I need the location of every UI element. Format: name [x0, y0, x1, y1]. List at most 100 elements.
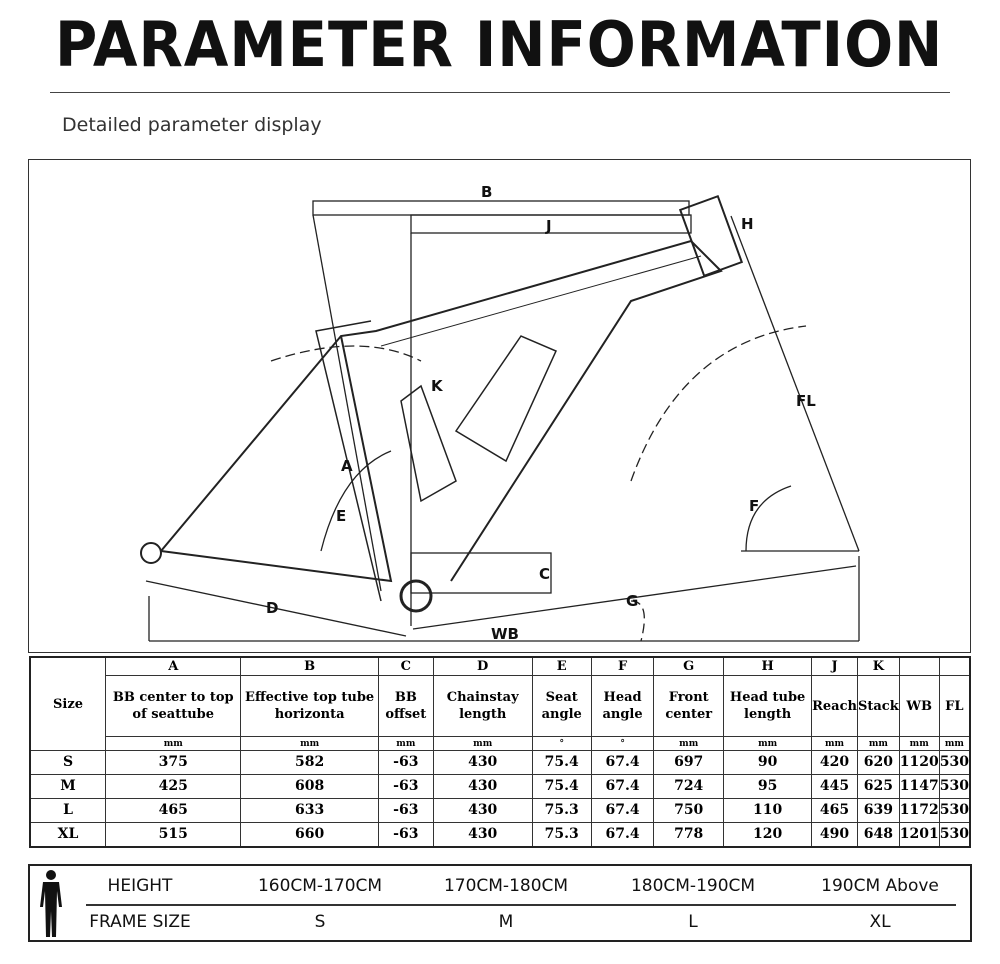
height-range: 190CM Above: [821, 876, 939, 896]
col-letter: B: [240, 656, 379, 676]
value-cell: 750: [653, 798, 725, 823]
value-cell: 724: [653, 774, 725, 799]
divider: [50, 92, 950, 93]
height-range: 160CM-170CM: [257, 876, 383, 896]
height-label: HEIGHT: [107, 876, 173, 896]
col-name: Chainstay length: [432, 675, 533, 737]
value-cell: 625: [856, 774, 900, 799]
col-unit: mm: [811, 736, 858, 751]
value-cell: 95: [723, 774, 813, 799]
value-cell: 1147: [898, 774, 940, 799]
col-letter: F: [590, 656, 655, 676]
value-cell: 530: [938, 750, 971, 775]
label-g: G: [626, 592, 638, 610]
col-unit: mm: [653, 736, 725, 751]
col-unit: °: [590, 736, 655, 751]
label-e: E: [336, 507, 346, 525]
value-cell: 778: [653, 822, 725, 848]
col-name: FL: [938, 675, 971, 737]
page-title: PARAMETER INFORMATION: [55, 8, 944, 81]
col-unit: °: [531, 736, 592, 751]
value-cell: -63: [377, 822, 434, 848]
value-cell: 620: [856, 750, 900, 775]
col-letter: C: [377, 656, 434, 676]
label-h: H: [741, 215, 754, 233]
value-cell: 1172: [898, 798, 940, 823]
col-unit: mm: [240, 736, 379, 751]
col-name: BB offset: [377, 675, 434, 737]
col-letter: D: [432, 656, 533, 676]
frame-size: S: [314, 912, 326, 932]
col-unit: mm: [104, 736, 242, 751]
col-letter: [938, 656, 971, 676]
col-letter: H: [723, 656, 813, 676]
value-cell: 430: [432, 822, 533, 848]
value-cell: 530: [938, 774, 971, 799]
height-range: 180CM-190CM: [630, 876, 756, 896]
size-chart: HEIGHT FRAME SIZE 160CM-170CM 170CM-180C…: [28, 864, 972, 942]
value-cell: -63: [377, 774, 434, 799]
col-name: Front center: [653, 675, 725, 737]
label-b: B: [481, 183, 492, 201]
col-letter: J: [811, 656, 858, 676]
value-cell: 67.4: [590, 798, 655, 823]
col-letter: [898, 656, 940, 676]
value-cell: -63: [377, 750, 434, 775]
value-cell: 110: [723, 798, 813, 823]
col-name: BB center to top of seattube: [104, 675, 242, 737]
label-d: D: [266, 599, 278, 617]
person-icon: [40, 870, 62, 937]
col-name: Head tube length: [723, 675, 813, 737]
frame-size: M: [498, 912, 514, 932]
subtitle: Detailed parameter display: [62, 114, 322, 136]
size-cell: XL: [29, 822, 106, 848]
size-cell: L: [29, 798, 106, 823]
label-f: F: [749, 497, 759, 515]
col-unit: mm: [432, 736, 533, 751]
value-cell: 75.3: [531, 798, 592, 823]
divider: [86, 904, 956, 906]
frame-geometry-diagram: B J K A E C D G WB FL F H: [28, 159, 971, 653]
value-cell: 67.4: [590, 822, 655, 848]
col-unit: mm: [377, 736, 434, 751]
value-cell: 530: [938, 822, 971, 848]
value-cell: 67.4: [590, 774, 655, 799]
value-cell: -63: [377, 798, 434, 823]
size-cell: S: [29, 750, 106, 775]
value-cell: 1120: [898, 750, 940, 775]
height-range: 170CM-180CM: [443, 876, 569, 896]
value-cell: 430: [432, 774, 533, 799]
label-k: K: [431, 377, 444, 395]
col-letter: G: [653, 656, 725, 676]
col-unit: mm: [723, 736, 813, 751]
col-letter: K: [856, 656, 900, 676]
value-cell: 445: [811, 774, 858, 799]
value-cell: 1201: [898, 822, 940, 848]
value-cell: 75.4: [531, 750, 592, 775]
value-cell: 425: [104, 774, 242, 799]
col-unit: mm: [856, 736, 900, 751]
col-name: Head angle: [590, 675, 655, 737]
value-cell: 530: [938, 798, 971, 823]
value-cell: 465: [811, 798, 858, 823]
geometry-table: Size A B C D E F G H J K BB center to to…: [29, 656, 971, 848]
col-name: Reach: [811, 675, 858, 737]
label-c: C: [539, 565, 550, 583]
col-name: Stack: [856, 675, 900, 737]
frame-size: XL: [869, 912, 891, 932]
value-cell: 90: [723, 750, 813, 775]
value-cell: 490: [811, 822, 858, 848]
col-letter: A: [104, 656, 242, 676]
value-cell: 633: [240, 798, 379, 823]
value-cell: 75.3: [531, 822, 592, 848]
frame-size-label: FRAME SIZE: [89, 912, 191, 932]
label-wb: WB: [491, 625, 519, 643]
value-cell: 375: [104, 750, 242, 775]
col-letter: E: [531, 656, 592, 676]
value-cell: 465: [104, 798, 242, 823]
label-j: J: [545, 217, 552, 235]
